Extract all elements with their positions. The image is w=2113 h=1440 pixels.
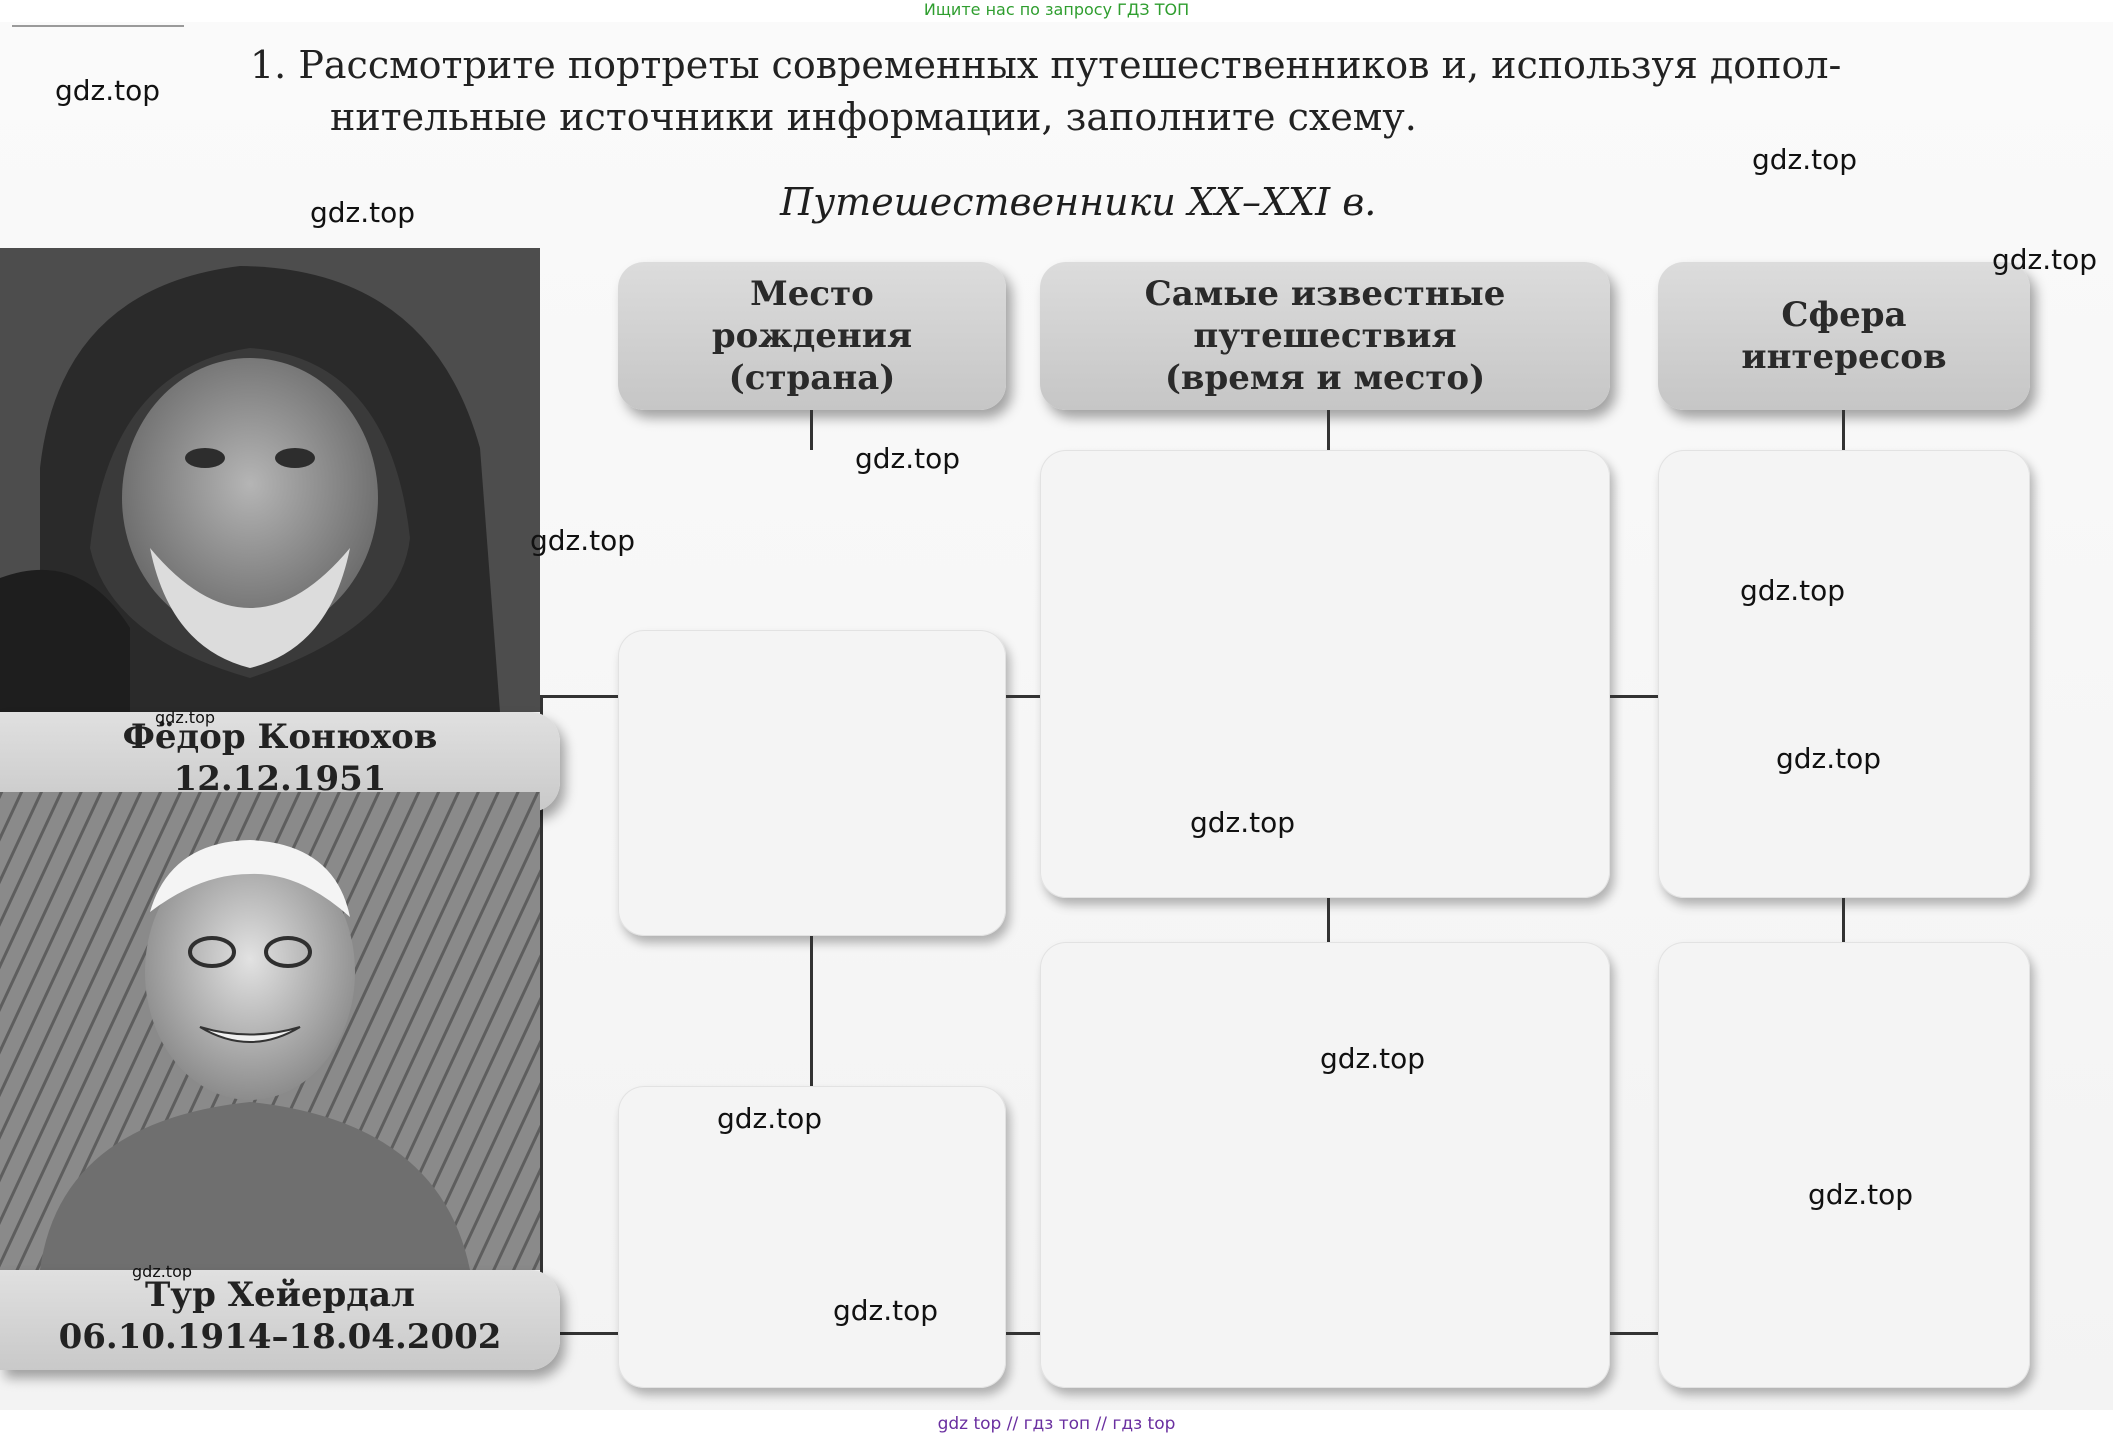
- watermark: gdz.top: [1320, 1042, 1426, 1075]
- header-interests-line1: Сфера: [1781, 295, 1907, 335]
- answer-box-interests-heyerdahl[interactable]: [1658, 942, 2030, 1388]
- connector-heyerdahl-1: [540, 1332, 618, 1335]
- answer-box-birthplace-konyukhov[interactable]: [618, 630, 1006, 936]
- header-birthplace-line1: Место: [750, 274, 874, 314]
- watermark: gdz.top: [1808, 1178, 1914, 1211]
- top-banner[interactable]: Ищите нас по запросу ГДЗ ТОП: [923, 0, 1190, 19]
- watermark: gdz.top: [717, 1102, 823, 1135]
- scheme-title: Путешественники XX–XXI в.: [780, 180, 1377, 224]
- task-text-line-2: нительные источники информации, заполнит…: [330, 95, 1417, 139]
- connector-birthplace-top: [810, 410, 813, 450]
- answer-box-birthplace-heyerdahl[interactable]: [618, 1086, 1006, 1388]
- header-journeys-line1: Самые известные: [1144, 274, 1506, 314]
- connector-journeys-top: [1327, 410, 1330, 450]
- header-interests-line2: интересов: [1741, 337, 1947, 377]
- connector-interests-mid: [1842, 898, 1845, 942]
- answer-box-journeys-heyerdahl[interactable]: [1040, 942, 1610, 1388]
- portrait-konyukhov-icon: [0, 248, 540, 712]
- connector-heyerdahl-2: [1006, 1332, 1040, 1335]
- header-birthplace: Место рождения (страна): [618, 262, 1006, 410]
- watermark: gdz.top: [55, 74, 161, 107]
- watermark: gdz.top: [310, 196, 416, 229]
- connector-konyukhov-vertical: [540, 695, 543, 1335]
- bottom-banner[interactable]: gdz top // гдз топ // гдз top: [937, 1414, 1176, 1434]
- watermark-small: gdz.top: [132, 1262, 193, 1281]
- header-journeys-line3: (время и место): [1164, 358, 1486, 398]
- portrait-heyerdahl-icon: [0, 792, 540, 1270]
- connector-journeys-mid: [1327, 898, 1330, 942]
- traveller-dates-heyerdahl: 06.10.1914–18.04.2002: [58, 1317, 502, 1357]
- watermark: gdz.top: [1776, 742, 1882, 775]
- watermark-small: gdz.top: [155, 708, 216, 727]
- connector-konyukhov-1: [540, 695, 618, 698]
- traveller-name-konyukhov: Фёдор Конюхов: [122, 717, 438, 757]
- watermark: gdz.top: [1190, 806, 1296, 839]
- task-text-line-1: 1. Рассмотрите портреты современных путе…: [250, 43, 1842, 87]
- answer-box-interests-konyukhov[interactable]: [1658, 450, 2030, 898]
- connector-konyukhov-2: [1006, 695, 1040, 698]
- header-birthplace-line2: рождения: [711, 316, 913, 356]
- name-plate-heyerdahl: Тур Хейердал 06.10.1914–18.04.2002: [0, 1270, 560, 1370]
- header-journeys: Самые известные путешествия (время и мес…: [1040, 262, 1610, 410]
- connector-interests-top: [1842, 410, 1845, 450]
- header-birthplace-line3: (страна): [728, 358, 896, 398]
- watermark: gdz.top: [1740, 574, 1846, 607]
- watermark: gdz.top: [1992, 243, 2098, 276]
- page-corner-line: [12, 25, 184, 27]
- connector-heyerdahl-3: [1610, 1332, 1658, 1335]
- connector-konyukhov-3: [1610, 695, 1658, 698]
- header-journeys-line2: путешествия: [1193, 316, 1457, 356]
- watermark: gdz.top: [530, 524, 636, 557]
- connector-birthplace-mid: [810, 936, 813, 1086]
- answer-box-journeys-konyukhov[interactable]: [1040, 450, 1610, 898]
- watermark: gdz.top: [833, 1294, 939, 1327]
- traveller-name-heyerdahl: Тур Хейердал: [145, 1275, 415, 1315]
- header-interests: Сфера интересов: [1658, 262, 2030, 410]
- watermark: gdz.top: [855, 442, 961, 475]
- watermark: gdz.top: [1752, 143, 1858, 176]
